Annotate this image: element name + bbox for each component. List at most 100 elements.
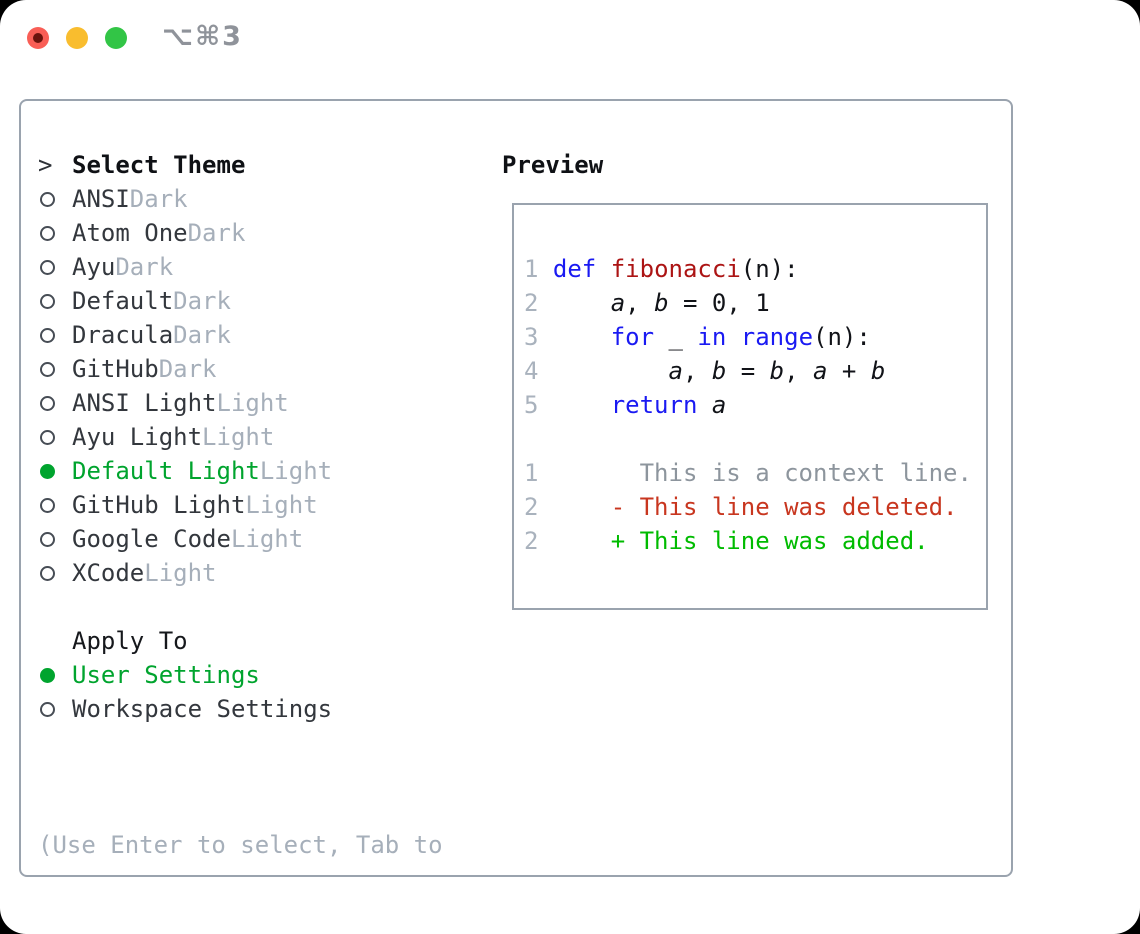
blank-line [524, 422, 972, 456]
code-token: _ [654, 323, 698, 351]
apply-to-header-row: Apply To [38, 624, 443, 658]
radio-marker [38, 191, 72, 207]
theme-variant: Dark [115, 253, 174, 281]
radio-icon [40, 259, 55, 275]
code-token [538, 527, 610, 555]
theme-variant: Light [216, 389, 289, 417]
section-title-apply-to: Apply To [72, 627, 188, 655]
theme-name: GitHub Light [72, 491, 246, 519]
code-token: b [870, 357, 886, 385]
radio-marker [38, 531, 72, 547]
code-token: a [813, 357, 828, 385]
radio-marker [38, 327, 72, 343]
theme-option[interactable]: Google Code Light [38, 522, 443, 556]
code-token: - This line was deleted. [610, 493, 958, 521]
radio-marker [38, 565, 72, 581]
theme-name: Default Light [72, 457, 260, 485]
theme-option[interactable]: Default Dark [38, 284, 443, 318]
code-token: fibonacci [610, 255, 741, 283]
theme-option[interactable]: Ayu Light Light [38, 420, 443, 454]
radio-selected-icon [40, 667, 55, 683]
theme-name: Default [72, 287, 174, 315]
code-token: for [610, 323, 655, 351]
apply-option[interactable]: User Settings [38, 658, 443, 692]
minimize-button[interactable] [66, 27, 88, 49]
apply-option[interactable]: Workspace Settings [38, 692, 443, 726]
code-token [726, 323, 740, 351]
close-button[interactable] [27, 27, 49, 49]
keyboard-hint: (Use Enter to select, Tab to change focu… [38, 760, 443, 934]
line-number: 1 [524, 255, 539, 283]
radio-marker [38, 701, 72, 717]
theme-variant: Dark [187, 219, 246, 247]
apply-option-label: Workspace Settings [72, 695, 333, 723]
theme-variant: Dark [173, 287, 231, 315]
radio-icon [40, 293, 55, 309]
theme-option[interactable]: ANSI Light Light [38, 386, 443, 420]
code-token [538, 289, 610, 317]
code-token: range [740, 323, 814, 351]
code-token [538, 255, 552, 283]
radio-marker [38, 225, 72, 241]
section-title-select-theme: Select Theme [72, 151, 246, 179]
code-token: = 0, 1 [668, 289, 770, 317]
code-token: , [784, 357, 814, 385]
theme-name: Atom One [72, 219, 188, 247]
code-token: return [610, 391, 698, 419]
theme-name: ANSI [72, 185, 130, 213]
code-token: a [711, 391, 727, 419]
theme-option[interactable]: GitHub Dark [38, 352, 443, 386]
radio-marker [38, 395, 72, 411]
apply-option-label: User Settings [72, 661, 260, 689]
theme-variant: Dark [129, 185, 188, 213]
code-token: def [552, 255, 597, 283]
theme-option[interactable]: ANSI Dark [38, 182, 443, 216]
line-number: 4 [524, 357, 539, 385]
theme-option[interactable]: Atom One Dark [38, 216, 443, 250]
theme-option[interactable]: Default Light Light [38, 454, 443, 488]
theme-name: Ayu [72, 253, 116, 281]
line-number: 3 [524, 323, 539, 351]
radio-marker [38, 361, 72, 377]
radio-marker [38, 497, 72, 513]
line-number: 2 [524, 493, 539, 521]
code-line: 1 def fibonacci(n): [524, 252, 972, 286]
code-token [596, 255, 610, 283]
radio-marker [38, 259, 72, 275]
code-line: 4 a, b = b, a + b [524, 354, 972, 388]
code-token: = [726, 357, 770, 385]
code-token [538, 459, 639, 487]
theme-option[interactable]: Dracula Dark [38, 318, 443, 352]
radio-icon [40, 225, 55, 241]
theme-name: ANSI Light [72, 389, 217, 417]
theme-option[interactable]: Ayu Dark [38, 250, 443, 284]
radio-marker [38, 429, 72, 445]
fullscreen-button[interactable] [105, 27, 127, 49]
line-number: 1 [524, 459, 539, 487]
radio-icon [40, 701, 55, 717]
theme-option[interactable]: XCode Light [38, 556, 443, 590]
code-token: b [654, 289, 669, 317]
code-line: 1 This is a context line. [524, 456, 972, 490]
radio-marker [38, 667, 72, 683]
hint-line: change focus) [38, 930, 443, 934]
theme-name: Dracula [72, 321, 174, 349]
code-token: , [682, 357, 712, 385]
theme-variant: Light [202, 423, 275, 451]
code-token [538, 391, 610, 419]
radio-marker [38, 463, 72, 479]
window-title-shortcut: ⌥⌘3 [162, 21, 243, 52]
select-theme-header-row: > Select Theme [38, 148, 443, 182]
code-token: in [697, 323, 727, 351]
theme-option[interactable]: GitHub Light Light [38, 488, 443, 522]
radio-icon [40, 429, 55, 445]
code-token: , [625, 289, 655, 317]
theme-variant: Dark [158, 355, 217, 383]
theme-variant: Light [259, 457, 333, 485]
